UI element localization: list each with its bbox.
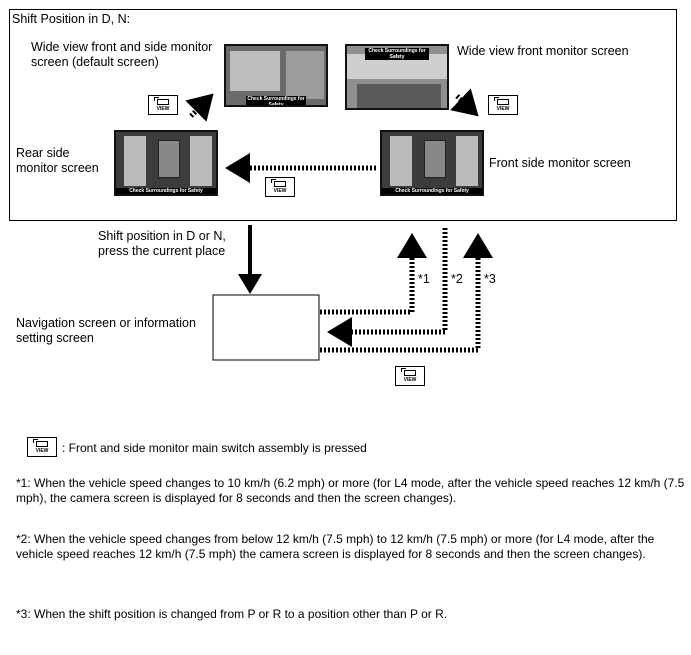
marker-3: *3 (484, 272, 496, 286)
legend-text: : Front and side monitor main switch ass… (62, 441, 367, 455)
diagram-frame (9, 9, 677, 221)
note-3: *3: When the shift position is changed f… (16, 607, 448, 621)
arrow-to-front-side (450, 88, 479, 117)
marker-1: *1 (418, 272, 430, 286)
label-front-side: Front side monitor screen (489, 156, 631, 170)
marker-2: *2 (451, 272, 463, 286)
navigation-screen-box (212, 294, 320, 361)
section-title: Shift Position in D, N: (12, 12, 131, 26)
screen-front-side: Check Surroundings for Safety (380, 130, 484, 196)
label-wide-front: Wide view front monitor screen (457, 44, 629, 58)
view-button-icon: VIEW (265, 177, 295, 197)
legend-view-button-icon: VIEW (27, 437, 57, 457)
screen-rear-side: Check Surroundings for Safety (114, 130, 218, 196)
screen-caption: Check Surroundings for Safety (246, 96, 306, 107)
label-wide-front-side: Wide view front and side monitor screen … (31, 40, 213, 69)
screen-caption: Check Surroundings for Safety (116, 188, 216, 194)
note-2: *2: When the vehicle speed changes from … (16, 532, 655, 561)
label-rear-side: Rear side monitor screen (16, 146, 99, 175)
screen-caption: Check Surroundings for Safety (365, 48, 429, 60)
label-navigation: Navigation screen or information setting… (16, 316, 196, 345)
view-button-icon: VIEW (148, 95, 178, 115)
screen-wide-front: Check Surroundings for Safety (345, 44, 449, 110)
screen-wide-front-side: Check Surroundings for Safety (224, 44, 328, 107)
shift-label: Shift position in D or N, press the curr… (98, 229, 226, 258)
view-button-icon: VIEW (488, 95, 518, 115)
view-button-icon: VIEW (395, 366, 425, 386)
arrow-to-wide-front-side (185, 93, 214, 122)
path-marker-2 (327, 228, 448, 347)
screen-caption: Check Surroundings for Safety (382, 188, 482, 194)
note-1: *1: When the vehicle speed changes to 10… (16, 476, 685, 505)
path-marker-3 (320, 233, 493, 353)
path-marker-1 (320, 233, 427, 315)
